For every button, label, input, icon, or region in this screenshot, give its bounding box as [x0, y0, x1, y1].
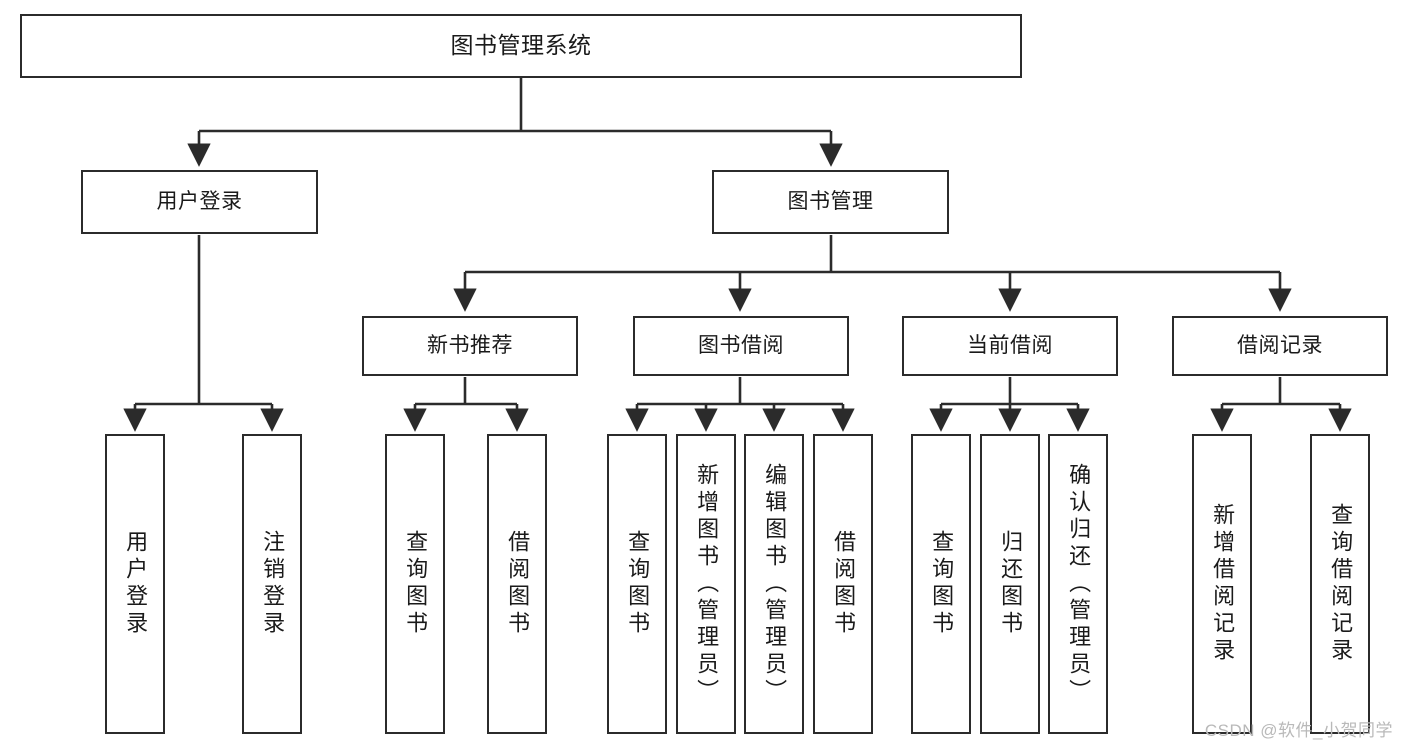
node-current-borrow-label: 当前借阅 — [967, 333, 1053, 357]
node-root[interactable]: 图书管理系统 — [20, 14, 1022, 78]
node-borrow-record[interactable]: 借阅记录 — [1172, 316, 1388, 376]
leaf-borrow-book-new[interactable]: 借阅图书 — [487, 434, 547, 734]
leaf-query-book-current[interactable]: 查询图书 — [911, 434, 971, 734]
leaf-edit-book[interactable]: 编辑图书（管理员） — [744, 434, 804, 734]
leaf-query-record[interactable]: 查询借阅记录 — [1310, 434, 1370, 734]
leaf-query-book-new[interactable]: 查询图书 — [385, 434, 445, 734]
leaf-query-record-label: 查询借阅记录 — [1328, 503, 1354, 665]
leaf-borrow-book-new-label: 借阅图书 — [505, 530, 531, 638]
node-book-manage-label: 图书管理 — [787, 189, 874, 213]
leaf-return-book[interactable]: 归还图书 — [980, 434, 1040, 734]
leaf-query-book-current-label: 查询图书 — [929, 530, 955, 638]
leaf-user-login-label: 用户登录 — [123, 530, 149, 638]
leaf-edit-book-label: 编辑图书（管理员） — [762, 462, 788, 706]
leaf-add-book-label: 新增图书（管理员） — [694, 462, 720, 706]
node-new-book[interactable]: 新书推荐 — [362, 316, 578, 376]
leaf-confirm-return-label: 确认归还（管理员） — [1066, 462, 1092, 706]
node-current-borrow[interactable]: 当前借阅 — [902, 316, 1118, 376]
node-book-borrow[interactable]: 图书借阅 — [633, 316, 849, 376]
leaf-add-book[interactable]: 新增图书（管理员） — [676, 434, 736, 734]
leaf-borrow-book-borrow[interactable]: 借阅图书 — [813, 434, 873, 734]
leaf-user-login[interactable]: 用户登录 — [105, 434, 165, 734]
leaf-query-book-borrow[interactable]: 查询图书 — [607, 434, 667, 734]
leaf-confirm-return[interactable]: 确认归还（管理员） — [1048, 434, 1108, 734]
leaf-logout[interactable]: 注销登录 — [242, 434, 302, 734]
leaf-borrow-book-borrow-label: 借阅图书 — [831, 530, 857, 638]
leaf-query-book-new-label: 查询图书 — [403, 530, 429, 638]
leaf-logout-label: 注销登录 — [260, 530, 286, 638]
node-book-borrow-label: 图书借阅 — [698, 333, 784, 357]
node-new-book-label: 新书推荐 — [427, 333, 513, 357]
node-book-manage[interactable]: 图书管理 — [712, 170, 949, 234]
leaf-add-record-label: 新增借阅记录 — [1210, 503, 1236, 665]
leaf-return-book-label: 归还图书 — [998, 530, 1024, 638]
node-borrow-record-label: 借阅记录 — [1237, 333, 1323, 357]
node-user-login-label: 用户登录 — [156, 189, 243, 213]
leaf-add-record[interactable]: 新增借阅记录 — [1192, 434, 1252, 734]
node-root-label: 图书管理系统 — [450, 32, 592, 59]
leaf-query-book-borrow-label: 查询图书 — [625, 530, 651, 638]
node-user-login[interactable]: 用户登录 — [81, 170, 318, 234]
